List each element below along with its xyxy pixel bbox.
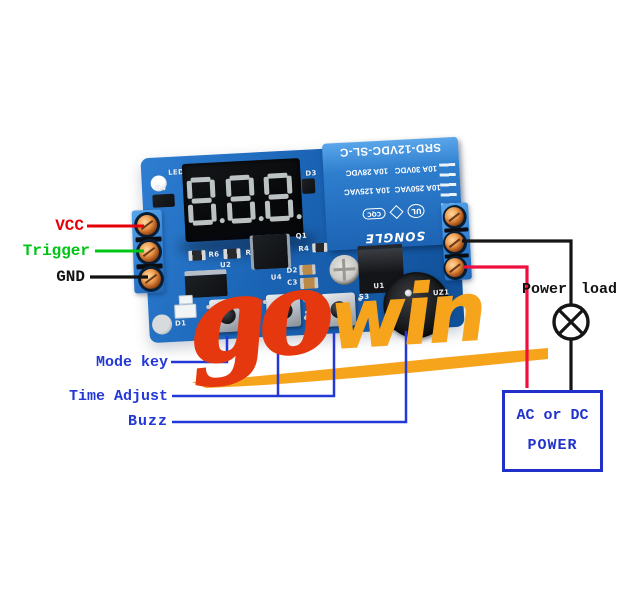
power-source-box: AC or DC POWER <box>502 390 603 472</box>
watermark-go: go <box>180 244 333 392</box>
watermark-win: win <box>327 264 487 369</box>
power-source-line2: POWER <box>527 437 578 454</box>
label-gnd: GND <box>56 268 85 286</box>
label-mode-key: Mode key <box>95 354 168 371</box>
label-time-adjust: Time Adjust <box>68 388 168 405</box>
label-power-load: Power load <box>522 281 618 298</box>
wire-buzz <box>172 331 408 424</box>
label-vcc: VCC <box>55 217 84 235</box>
lamp-icon <box>552 303 590 341</box>
power-source-line1: AC or DC <box>516 407 589 424</box>
wire-time-adjust <box>172 333 336 398</box>
label-trigger: Trigger <box>22 242 90 260</box>
wire-power <box>463 265 529 388</box>
watermark-swoosh <box>192 348 548 388</box>
wire-mode-key <box>171 336 229 364</box>
label-buzz: Buzz <box>127 413 168 430</box>
wire-load <box>462 239 573 390</box>
